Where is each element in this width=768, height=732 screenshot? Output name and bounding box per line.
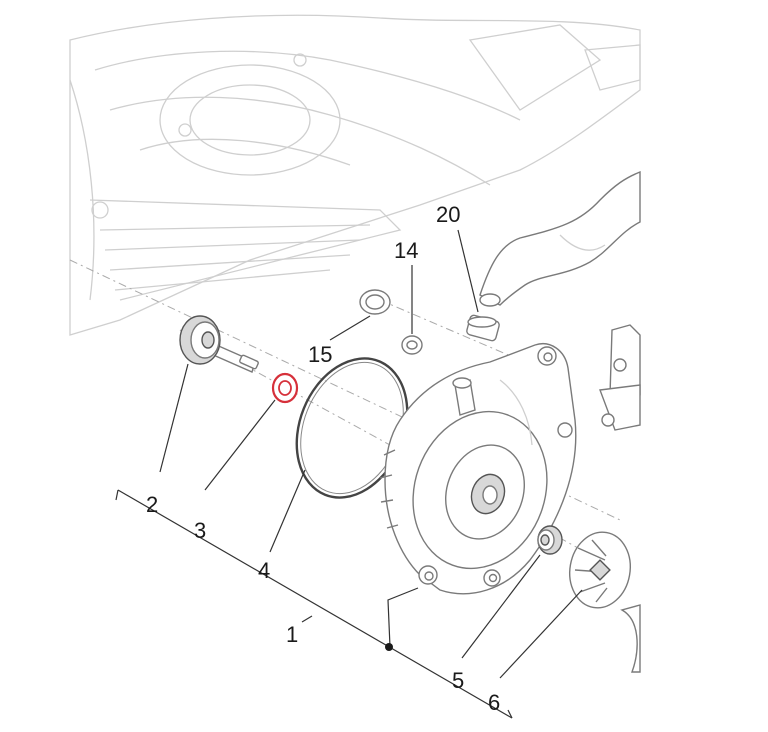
callout-5: 5 — [452, 668, 464, 693]
part-20-hose-clamp — [466, 314, 500, 342]
engine-casing-background — [69, 14, 641, 336]
callout-6: 6 — [488, 690, 500, 715]
callout-20: 20 — [436, 202, 460, 227]
callout-2: 2 — [146, 492, 158, 517]
leader-lines — [115, 229, 583, 719]
part-2-pump-shaft — [179, 315, 259, 373]
part-6-impeller — [569, 531, 631, 609]
part-3-seal-ring — [271, 372, 299, 404]
callout-3: 3 — [194, 518, 206, 543]
right-edge-components — [599, 324, 641, 673]
callout-4: 4 — [258, 558, 270, 583]
part-14-washer — [401, 335, 423, 355]
coolant-hose — [479, 170, 641, 307]
part-1-pump-housing — [379, 343, 577, 595]
part-5-bushing — [537, 525, 563, 555]
callout-labels: 1 2 3 4 5 6 14 15 20 — [146, 202, 500, 715]
part-15-washer — [359, 289, 391, 315]
callout-1: 1 — [286, 622, 298, 647]
assembly-group-dot — [385, 643, 393, 651]
callout-14: 14 — [394, 238, 418, 263]
callout-15: 15 — [308, 342, 332, 367]
